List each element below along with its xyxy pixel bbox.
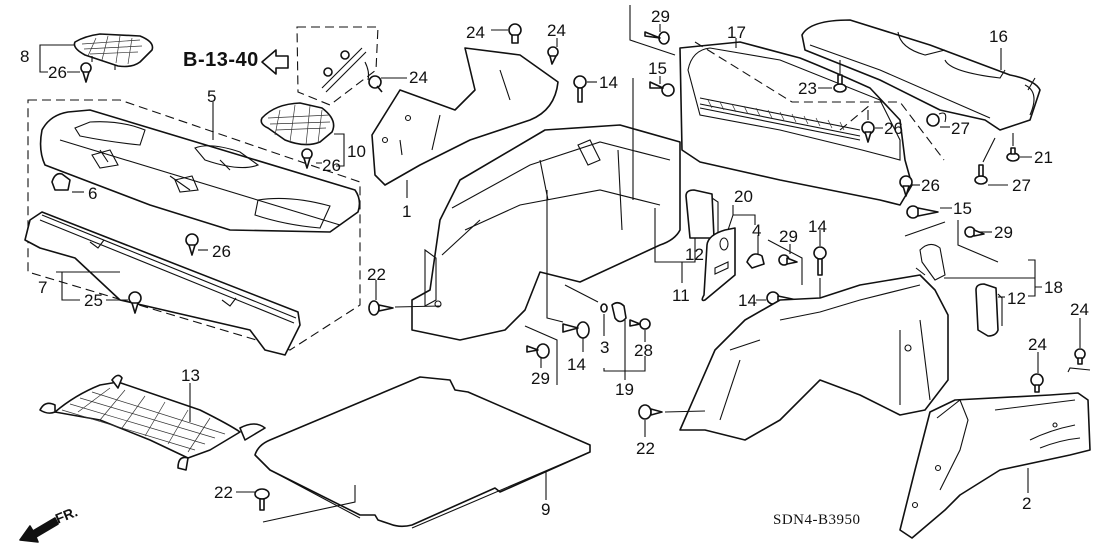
callout-4[interactable]: 4 xyxy=(752,221,762,240)
callout-8[interactable]: 8 xyxy=(20,47,30,66)
part-24-clip[interactable] xyxy=(1074,348,1086,365)
part-14-fastener[interactable] xyxy=(813,246,827,276)
callout-26[interactable]: 26 xyxy=(921,176,940,195)
callout-15[interactable]: 15 xyxy=(648,59,667,78)
callout-9[interactable]: 9 xyxy=(541,500,551,519)
part-12-lid[interactable] xyxy=(975,283,1003,337)
part-7-lower-garnish[interactable] xyxy=(24,211,301,356)
part-14-fastener[interactable] xyxy=(562,321,590,339)
callout-14[interactable]: 14 xyxy=(808,217,827,236)
part-26-clip[interactable] xyxy=(185,233,199,256)
callout-14[interactable]: 14 xyxy=(567,355,586,374)
part-15-fastener[interactable] xyxy=(906,205,939,219)
callout-22[interactable]: 22 xyxy=(214,483,233,502)
part-9-floor-mat[interactable] xyxy=(254,376,591,529)
part-1-side-lining-upper[interactable] xyxy=(371,47,559,186)
part-26-clip[interactable] xyxy=(861,121,875,143)
drawing-code: SDN4-B3950 xyxy=(773,512,861,528)
callout-19[interactable]: 19 xyxy=(615,380,634,399)
callout-24[interactable]: 24 xyxy=(466,23,485,42)
callout-29[interactable]: 29 xyxy=(779,227,798,246)
callout-18[interactable]: 18 xyxy=(1044,278,1063,297)
callout-5[interactable]: 5 xyxy=(207,87,217,106)
part-25-clip[interactable] xyxy=(128,291,142,314)
callout-12[interactable]: 12 xyxy=(1007,289,1026,308)
callout-24[interactable]: 24 xyxy=(1070,300,1089,319)
callout-20[interactable]: 20 xyxy=(734,187,753,206)
part-29-screw[interactable] xyxy=(644,31,670,45)
callout-29[interactable]: 29 xyxy=(531,369,550,388)
part-3-washer[interactable] xyxy=(600,303,608,313)
part-16-rear-shelf-trim[interactable] xyxy=(801,19,1041,131)
callout-26[interactable]: 26 xyxy=(48,63,67,82)
callout-26[interactable]: 26 xyxy=(212,242,231,261)
callout-24[interactable]: 24 xyxy=(1028,335,1047,354)
part-20-lid-assembly[interactable] xyxy=(701,227,736,302)
part-24-clip[interactable] xyxy=(547,46,559,65)
callout-1[interactable]: 1 xyxy=(402,202,412,221)
callout-3[interactable]: 3 xyxy=(600,338,610,357)
callout-27[interactable]: 27 xyxy=(1012,176,1031,195)
part-12-lid[interactable] xyxy=(685,189,719,239)
part-29-screw[interactable] xyxy=(526,343,550,359)
callout-2[interactable]: 2 xyxy=(1022,494,1032,513)
callout-17[interactable]: 17 xyxy=(727,23,746,42)
part-27-clip[interactable] xyxy=(974,164,988,185)
callout-10[interactable]: 10 xyxy=(347,142,366,161)
part-22-clip[interactable] xyxy=(254,488,270,511)
callout-12[interactable]: 12 xyxy=(685,245,704,264)
callout-26[interactable]: 26 xyxy=(322,156,341,175)
part-26-clip[interactable] xyxy=(301,148,313,169)
callout-29[interactable]: 29 xyxy=(651,7,670,26)
part-26-clip[interactable] xyxy=(899,175,913,197)
part-8-speaker-grille[interactable] xyxy=(73,33,154,70)
callout-6[interactable]: 6 xyxy=(88,184,98,203)
part-24-clip[interactable] xyxy=(1030,373,1044,393)
part-11-side-lining-left[interactable] xyxy=(411,124,681,341)
callout-29[interactable]: 29 xyxy=(994,223,1013,242)
callout-24[interactable]: 24 xyxy=(547,21,566,40)
tray-group-outline xyxy=(27,99,361,351)
part-13-cargo-net[interactable] xyxy=(39,374,266,471)
callout-14[interactable]: 14 xyxy=(599,73,618,92)
part-26-clip[interactable] xyxy=(80,62,92,83)
part-2-side-lining-right-upper[interactable] xyxy=(899,392,1091,539)
callout-24[interactable]: 24 xyxy=(409,68,428,87)
callout-22[interactable]: 22 xyxy=(636,439,655,458)
callout-13[interactable]: 13 xyxy=(181,366,200,385)
part-10-speaker-grille[interactable] xyxy=(260,102,335,146)
callout-11[interactable]: 11 xyxy=(672,286,690,305)
part-28-bolt[interactable] xyxy=(629,318,651,330)
reference-link-b-13-40[interactable]: B-13-40 xyxy=(183,49,259,71)
part-6-belt-guide[interactable] xyxy=(51,172,71,191)
reference-arrow-icon[interactable] xyxy=(261,49,289,75)
part-22-clip[interactable] xyxy=(638,404,663,420)
callout-23[interactable]: 23 xyxy=(798,79,817,98)
callout-22[interactable]: 22 xyxy=(367,265,386,284)
callout-14[interactable]: 14 xyxy=(738,291,757,310)
front-direction-arrow-icon xyxy=(19,517,59,543)
callout-21[interactable]: 21 xyxy=(1034,148,1053,167)
part-22-clip[interactable] xyxy=(368,300,394,316)
callout-27[interactable]: 27 xyxy=(951,119,970,138)
callout-28[interactable]: 28 xyxy=(634,341,653,360)
callout-26[interactable]: 26 xyxy=(884,119,903,138)
part-24-clip[interactable] xyxy=(368,75,383,93)
part-4-knob[interactable] xyxy=(746,253,765,269)
part-21-bolt[interactable] xyxy=(1006,147,1020,162)
part-17-rear-panel-lining[interactable] xyxy=(679,41,913,206)
part-24-clip[interactable] xyxy=(508,23,522,44)
callout-16[interactable]: 16 xyxy=(989,27,1008,46)
callout-25[interactable]: 25 xyxy=(84,291,103,310)
part-23-bolt[interactable] xyxy=(833,74,847,93)
callout-15[interactable]: 15 xyxy=(953,199,972,218)
part-14-fastener[interactable] xyxy=(573,75,587,103)
part-27-clip[interactable] xyxy=(926,112,947,127)
callout-7[interactable]: 7 xyxy=(38,278,48,297)
part-18-side-lining-right[interactable] xyxy=(679,243,949,441)
part-15-fastener[interactable] xyxy=(649,81,675,97)
part-19-hook[interactable] xyxy=(611,301,627,323)
part-29-screw[interactable] xyxy=(778,254,798,266)
